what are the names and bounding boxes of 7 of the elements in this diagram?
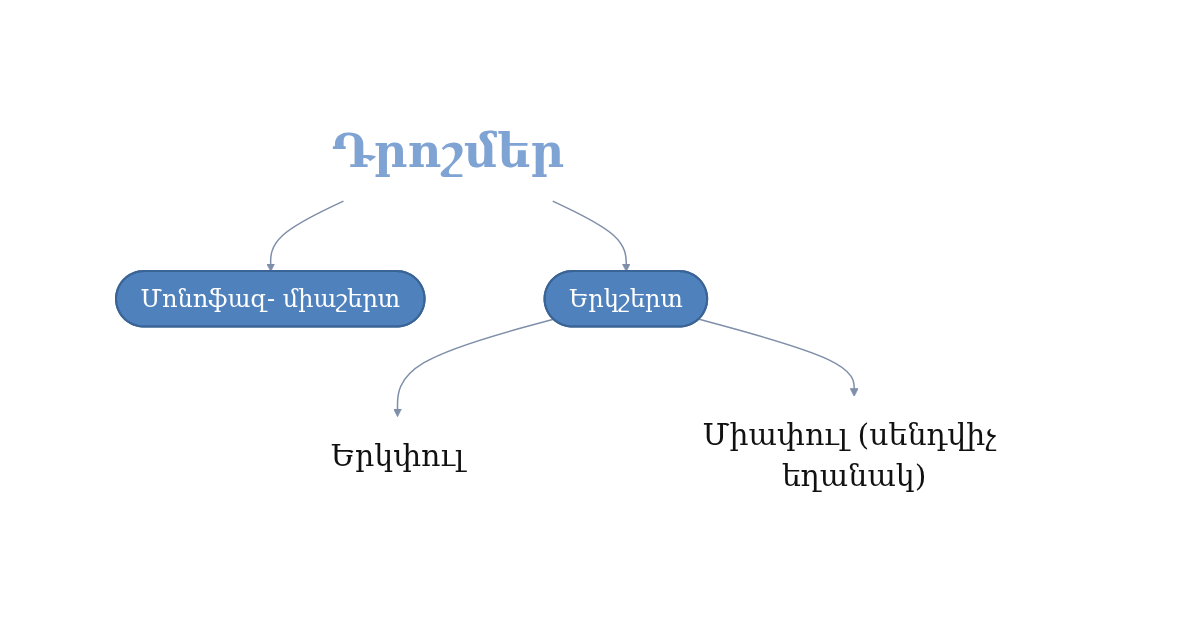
arrow (266, 200, 345, 273)
node-text: Երկփուլ (331, 437, 465, 473)
arrow (698, 318, 859, 398)
node-text: Միափուլ (սենդվիչ եղանակ) (702, 417, 997, 494)
arrow (393, 318, 555, 418)
node-text: Դրոշմեր (332, 124, 565, 179)
arrow (552, 200, 632, 273)
